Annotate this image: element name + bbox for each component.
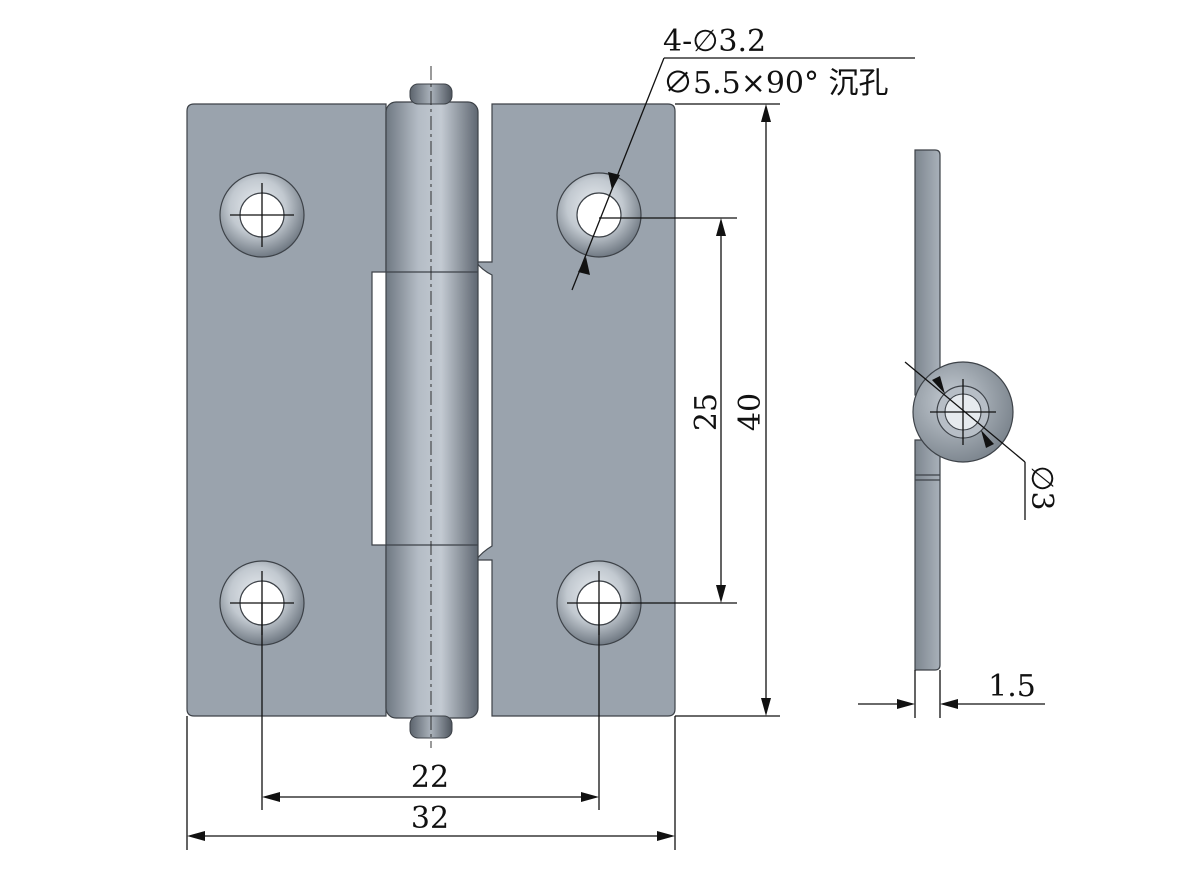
- hole-top-right: [556, 172, 642, 258]
- front-dimensions: 25 40 22 32 4-∅3.2 ∅5.5×90° 沉孔: [186, 24, 915, 850]
- hole-callout-leader: [571, 57, 665, 291]
- dim-25-label: 25: [689, 393, 724, 431]
- dim-32-label: 32: [411, 801, 449, 836]
- side-plate-upper: [914, 149, 941, 396]
- hole-callout-count: 4-∅3.2: [663, 24, 766, 59]
- left-leaf: [186, 103, 387, 717]
- knuckle-barrel: [385, 101, 479, 719]
- pin-dia-leader: [904, 361, 1026, 463]
- side-view: ∅3 1.5: [858, 149, 1059, 718]
- dim-pin-diameter-label: ∅3: [1024, 465, 1059, 510]
- dim-thickness-label: 1.5: [988, 669, 1036, 704]
- hole-callout-countersink: ∅5.5×90° 沉孔: [663, 66, 889, 101]
- dim-22-label: 22: [411, 760, 449, 795]
- side-plate-lower: [914, 439, 941, 671]
- right-leaf: [474, 103, 676, 717]
- dim-40-label: 40: [733, 393, 768, 431]
- front-view: [186, 66, 676, 748]
